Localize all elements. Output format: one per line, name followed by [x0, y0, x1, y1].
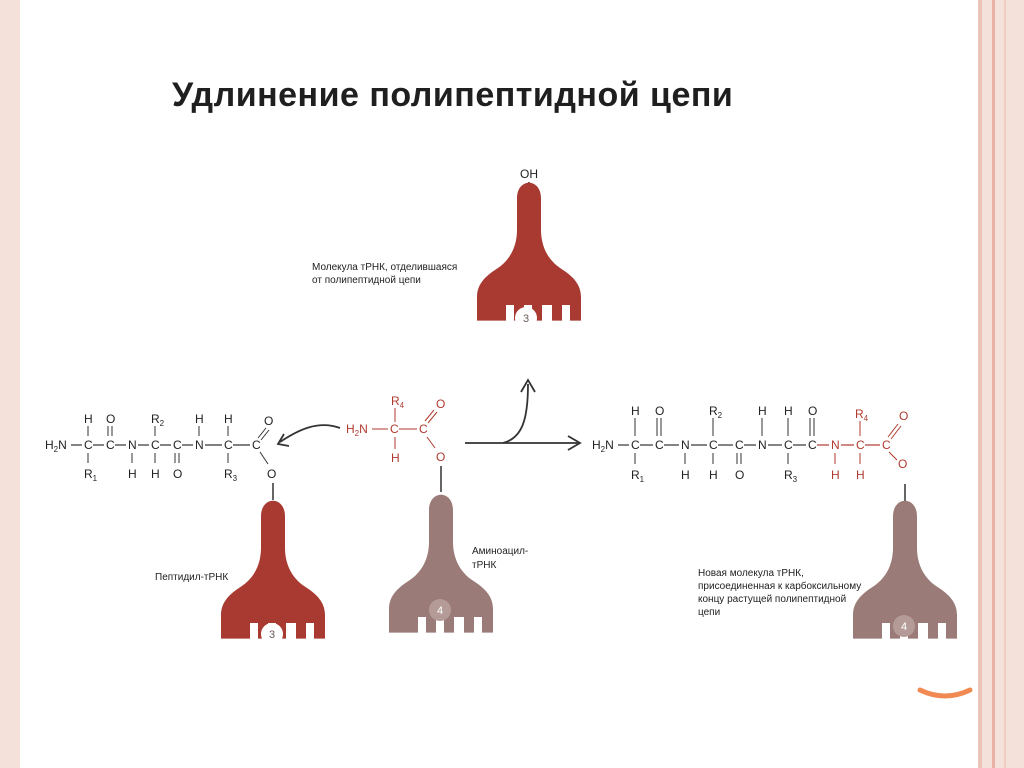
arrowhead	[276, 433, 290, 447]
svg-text:H: H	[128, 467, 137, 481]
trna-label-circle	[893, 615, 915, 637]
svg-text:R1: R1	[84, 467, 98, 483]
accent-arc	[917, 687, 973, 699]
svg-text:H: H	[831, 468, 840, 482]
svg-text:N: N	[128, 438, 137, 452]
caption-new-line4: цепи	[698, 607, 720, 618]
released-trna: OH 3	[477, 167, 581, 329]
trna-number: 4	[437, 605, 443, 617]
svg-text:R2: R2	[709, 404, 723, 420]
svg-text:R3: R3	[784, 468, 798, 484]
svg-text:C: C	[106, 438, 115, 452]
svg-text:C: C	[882, 438, 891, 452]
svg-text:C: C	[252, 438, 261, 452]
svg-text:N: N	[758, 438, 767, 452]
svg-text:C: C	[784, 438, 793, 452]
caption-new-line2: присоединенная к карбоксильному	[698, 580, 861, 592]
page-title: Удлинение полипептидной цепи	[172, 76, 734, 114]
trna-number: 4	[901, 621, 907, 633]
trna-label-circle	[515, 307, 537, 329]
svg-text:H: H	[391, 451, 400, 465]
caption-new-line1: Новая молекула тРНК,	[698, 568, 804, 579]
slide	[20, 0, 980, 768]
arrows	[276, 378, 582, 451]
svg-text:C: C	[84, 438, 93, 452]
svg-text:R2: R2	[151, 412, 165, 428]
svg-text:H: H	[631, 404, 640, 418]
new-trna: 4	[853, 500, 957, 639]
caption-released-line1: Молекула тРНК, отделившаяся	[312, 262, 457, 273]
arrowhead	[567, 435, 582, 451]
svg-text:C: C	[151, 438, 160, 452]
peptide-chain-left: H2N C C N C C N C C H O R2 H H O R1 H H …	[45, 412, 276, 500]
svg-text:C: C	[655, 438, 664, 452]
svg-text:O: O	[898, 457, 907, 471]
svg-text:H: H	[195, 412, 204, 426]
svg-text:H: H	[681, 468, 690, 482]
svg-text:O: O	[735, 468, 744, 482]
peptidyl-trna: 3	[221, 500, 325, 645]
svg-text:C: C	[390, 422, 399, 436]
svg-text:C: C	[224, 438, 233, 452]
svg-text:H: H	[84, 412, 93, 426]
svg-text:C: C	[856, 438, 865, 452]
svg-text:O: O	[173, 467, 182, 481]
caption-peptidyl: Пептидил-тРНК	[155, 572, 228, 583]
svg-text:R4: R4	[855, 407, 869, 423]
trna-label-circle	[261, 623, 283, 645]
svg-text:R3: R3	[224, 467, 238, 483]
trna-number: 3	[523, 313, 529, 325]
arrowhead	[520, 378, 536, 393]
svg-text:H: H	[856, 468, 865, 482]
caption-aminoacyl-line1: Аминоацил-	[472, 546, 528, 557]
slide-edge-stripe	[978, 0, 982, 768]
svg-text:R4: R4	[391, 394, 405, 410]
svg-text:C: C	[173, 438, 182, 452]
svg-text:O: O	[267, 467, 276, 481]
svg-text:H: H	[758, 404, 767, 418]
svg-text:O: O	[808, 404, 817, 418]
svg-text:C: C	[808, 438, 817, 452]
svg-text:O: O	[436, 397, 445, 411]
svg-text:C: C	[419, 422, 428, 436]
slide-edge-stripe	[1004, 0, 1006, 768]
svg-text:O: O	[106, 412, 115, 426]
svg-text:C: C	[709, 438, 718, 452]
svg-text:H: H	[784, 404, 793, 418]
slide-edge-stripe	[992, 0, 995, 768]
svg-text:N: N	[195, 438, 204, 452]
arrow-release	[502, 383, 529, 444]
peptide-chain-right: H2N C C N C C N C C N C C H O R2 H H O R…	[592, 404, 908, 506]
svg-text:O: O	[655, 404, 664, 418]
svg-text:N: N	[831, 438, 840, 452]
svg-text:H: H	[224, 412, 233, 426]
trna-body	[221, 500, 325, 639]
trna-number: 3	[269, 629, 275, 641]
caption-new-line3: концу растущей полипептидной	[698, 594, 846, 605]
aminoacid-incoming: R4 H2N C C H O O	[346, 394, 445, 492]
oh-label: OH	[520, 167, 538, 181]
svg-text:H: H	[709, 468, 718, 482]
arrow-to-peptide	[279, 424, 341, 443]
caption-aminoacyl-line2: тРНК	[472, 560, 496, 571]
caption-released-line2: от полипептидной цепи	[312, 275, 421, 286]
trna-body	[477, 182, 581, 321]
svg-text:H: H	[151, 467, 160, 481]
svg-text:O: O	[436, 450, 445, 464]
svg-text:C: C	[631, 438, 640, 452]
svg-text:C: C	[735, 438, 744, 452]
svg-text:H2N: H2N	[592, 438, 614, 454]
svg-text:H2N: H2N	[346, 422, 368, 438]
svg-text:N: N	[681, 438, 690, 452]
trna-label-circle	[429, 599, 451, 621]
svg-text:O: O	[899, 409, 908, 423]
svg-text:H2N: H2N	[45, 438, 67, 454]
svg-text:O: O	[264, 414, 273, 428]
aminoacyl-trna: 4	[389, 494, 493, 633]
svg-text:R1: R1	[631, 468, 645, 484]
